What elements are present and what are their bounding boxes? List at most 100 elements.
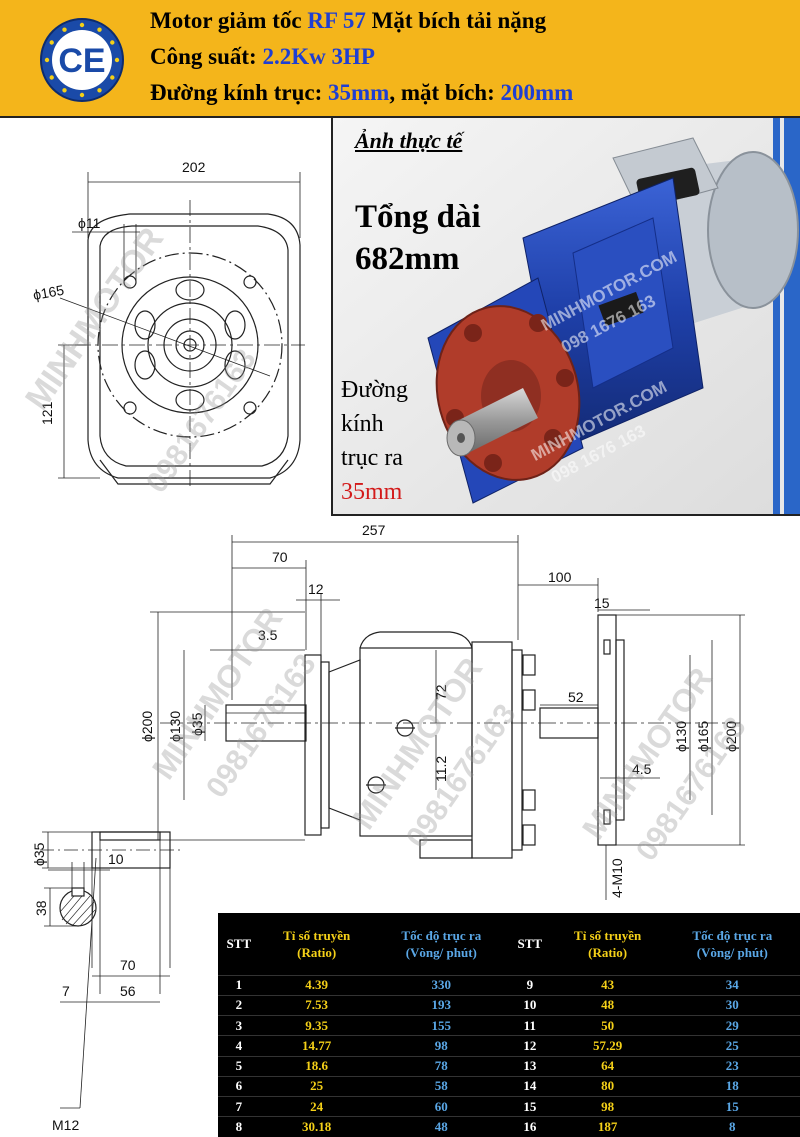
cell-speed: 15 [664,1095,800,1117]
photo-caption: Ảnh thực tế [355,128,463,153]
cell-stt: 3 [218,1014,260,1036]
side-dim-100: 100 [548,569,572,585]
header-shaft-value: 35mm [327,80,390,105]
front-dim-hole: ϕ11 [78,215,101,231]
cell-ratio: 14.77 [259,1035,374,1056]
side-dim-70: 70 [272,549,288,565]
total-length-value: 682mm [355,241,460,277]
cell-ratio: 80 [550,1075,665,1097]
cell-speed: 78 [373,1055,509,1077]
shaft-dim-phi35: ϕ35 [31,842,47,866]
header-speed-b: Tốc độ trục ra(Vòng/ phút) [692,927,773,960]
side-dim-phi165: ϕ165 [695,721,711,752]
cell-stt: 15 [508,1095,551,1117]
shaft-dim-7: 7 [62,983,70,999]
cell-stt: 5 [218,1055,260,1077]
cell-stt: 11 [508,1014,551,1036]
header-power-value: 2.2Kw 3HP [262,44,375,69]
cell-speed: 8 [664,1116,800,1137]
cell-ratio: 18.6 [259,1055,374,1077]
cell-ratio: 57.29 [550,1035,665,1056]
table-header-row: STT Tỉ số truyền(Ratio) Tốc độ trục ra(V… [218,913,800,975]
output-shaft-value: 35mm [341,479,403,505]
cell-speed: 98 [373,1035,509,1056]
ce-logo-text: CE [58,42,105,80]
side-dim-72: 72 [433,684,449,700]
cell-ratio: 30.18 [259,1116,374,1137]
ce-logo-icon: CE [40,18,124,102]
cell-stt: 12 [508,1035,551,1056]
header-ratio-a: Tỉ số truyền(Ratio) [283,927,351,960]
header-power-line: Công suất: 2.2Kw 3HP [150,44,375,70]
cell-stt: 10 [508,994,551,1016]
side-dim-11-2: 11.2 [433,756,449,782]
header-model: RF 57 [307,8,366,33]
product-photo-panel: Ảnh thực tế Tổng dài 682mm Đường kính tr… [331,118,800,516]
header-title-line: Motor giảm tốc RF 57 Mặt bích tải nặng [150,8,546,34]
cell-stt: 7 [218,1095,260,1117]
cell-ratio: 9.35 [259,1014,374,1036]
shaft-dim-56: 56 [120,983,136,999]
cell-speed: 25 [664,1035,800,1056]
cell-ratio: 50 [550,1014,665,1036]
header-title-prefix: Motor giảm tốc [150,8,308,33]
cell-stt: 2 [218,994,260,1016]
total-length-label: Tổng dài [355,199,481,235]
output-shaft-block: Đường kính trục ra 35mm [341,373,408,509]
gear-motor-photo [333,118,800,514]
cell-speed: 29 [664,1014,800,1036]
output-shaft-label-2: kính [341,411,384,437]
header-shaft-line: Đường kính trục: 35mm, mặt bích: 200mm [150,80,573,106]
cell-stt: 16 [508,1116,551,1137]
header-power-label: Công suất: [150,44,263,69]
shaft-dim-thread: M12 [52,1117,79,1133]
cell-speed: 23 [664,1055,800,1077]
shaft-dim-70: 70 [120,957,136,973]
output-shaft-label-3: trục ra [341,445,403,471]
cell-ratio: 25 [259,1075,374,1097]
side-dim-phi200-right: ϕ200 [723,721,739,752]
side-dim-phi130-right: ϕ130 [673,721,689,752]
header-shaft-label: Đường kính trục: [150,80,328,105]
header-speed-a: Tốc độ trục ra(Vòng/ phút) [401,927,482,960]
header-banner: CE Motor giảm tốc RF 57 Mặt bích tải nặn… [0,0,800,118]
side-dim-phi130-left: ϕ130 [167,711,183,742]
header-flange-value: 200mm [500,80,574,105]
cell-ratio: 7.53 [259,994,374,1016]
header-stt-a: STT [226,936,252,952]
cell-stt: 4 [218,1035,260,1056]
side-dim-phi35: ϕ35 [189,712,205,736]
header-title-suffix: Mặt bích tải nặng [365,8,547,33]
key-dim-width: 10 [108,851,124,867]
cell-speed: 34 [664,974,800,996]
cell-speed: 330 [373,974,509,996]
cell-speed: 58 [373,1075,509,1097]
cell-ratio: 48 [550,994,665,1016]
shaft-detail-view [40,831,180,1109]
header-stt-b: STT [517,936,543,952]
cell-speed: 155 [373,1014,509,1036]
side-dim-4-5: 4.5 [632,761,652,777]
cell-ratio: 4.39 [259,974,374,996]
cell-stt: 8 [218,1116,260,1137]
front-dim-height: 121 [39,401,55,425]
side-dim-bolts: 4-M10 [609,858,625,898]
cell-speed: 18 [664,1075,800,1097]
cell-stt: 1 [218,974,260,996]
side-view [150,535,745,900]
cell-stt: 14 [508,1075,551,1097]
ratio-speed-table: STT Tỉ số truyền(Ratio) Tốc độ trục ra(V… [218,913,800,1137]
output-shaft-label-1: Đường [341,377,409,403]
front-dim-width: 202 [182,159,206,175]
cell-ratio: 98 [550,1095,665,1117]
cell-ratio: 24 [259,1095,374,1117]
